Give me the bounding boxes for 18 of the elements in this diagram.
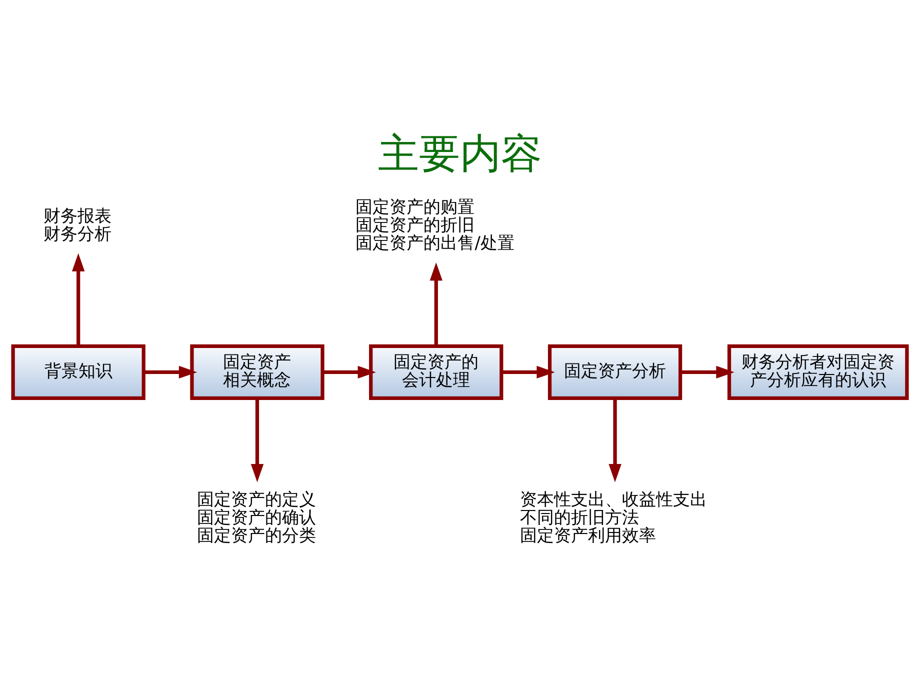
node-text: 固定资产的定义 固定资产的确认 固定资产的分类 [196,488,316,546]
arrow [430,262,442,346]
diagram-title: 主要内容 [378,130,542,178]
arrow [72,253,85,346]
arrow [608,398,622,482]
node-text: 固定资产的购置 固定资产的折旧 固定资产的出售/处置 [356,196,514,253]
node-box: 财务分析者对固定资产分析应有的认识 [727,344,909,400]
arrow [322,366,376,379]
arrow [144,366,198,379]
node-box: 固定资产相关概念 [190,344,324,400]
arrow [250,398,264,482]
arrow [501,366,555,379]
node-box: 固定资产的会计处理 [369,344,504,400]
node-box: 固定资产分析 [548,344,682,400]
node-text: 资本性支出、收益性支出 不同的折旧方法 固定资产利用效率 [520,488,708,546]
node-text: 财务报表 财务分析 [43,205,112,244]
arrow [680,366,734,379]
node-box: 背景知识 [11,344,146,400]
